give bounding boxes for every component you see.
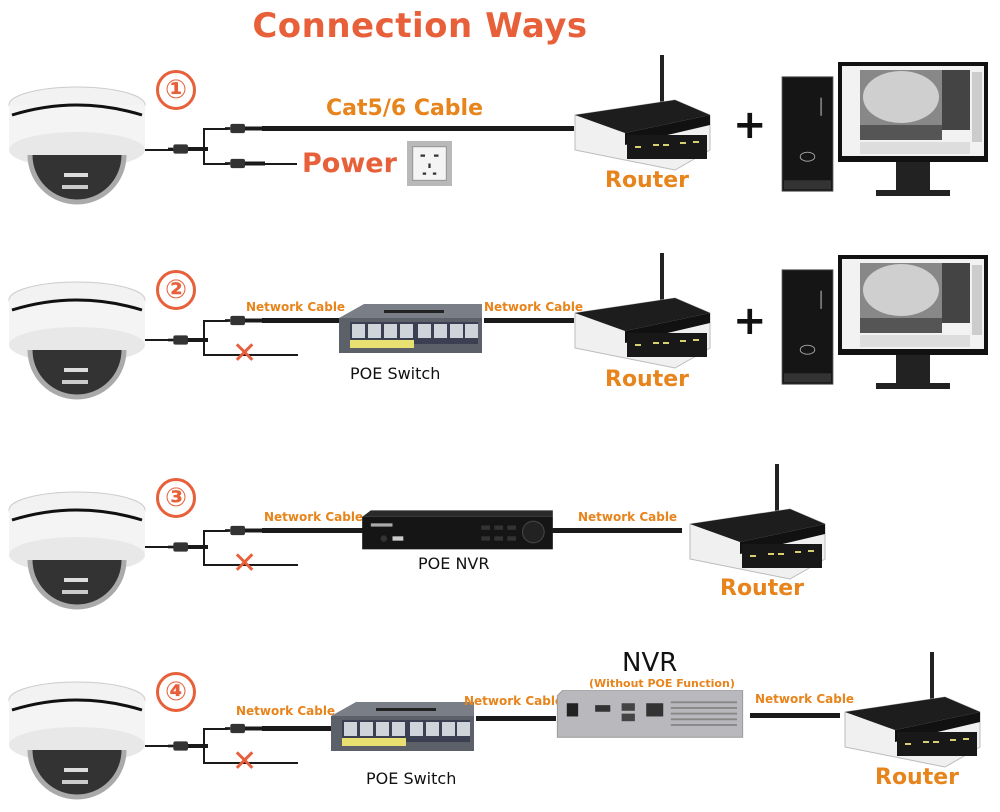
step-number-1: ①: [156, 70, 196, 110]
splitter-plug: [168, 134, 208, 164]
poe-nvr-label: POE NVR: [418, 554, 490, 573]
split-bottom: [203, 762, 298, 764]
network-plug: [225, 116, 265, 141]
cat-cable-label: Cat5/6 Cable: [326, 96, 484, 121]
nvr-label: NVR: [622, 648, 678, 678]
cat-cable: [262, 126, 574, 131]
router: [680, 464, 830, 594]
disconnected-x-icon: ✕: [232, 744, 258, 779]
network-cable: [262, 726, 332, 731]
poe-nvr: [360, 510, 555, 554]
page-title: Connection Ways: [252, 6, 588, 46]
split-top: [203, 728, 228, 730]
dome-camera: [2, 660, 152, 810]
network-cable-label-right: Network Cable: [484, 300, 584, 314]
split-top: [203, 128, 228, 130]
network-cable: [262, 318, 342, 323]
power-cable: [262, 163, 297, 165]
router: [565, 253, 715, 383]
disconnected-x-icon: ✕: [232, 336, 258, 371]
desktop-pc: [780, 75, 835, 193]
plus-icon: +: [733, 102, 767, 148]
split-top: [203, 530, 228, 532]
network-cable-label-right: Network Cable: [755, 692, 855, 706]
dome-camera: [2, 260, 152, 410]
power-outlet: [407, 141, 452, 186]
camera-lead: [145, 546, 175, 548]
network-cable: [476, 716, 556, 721]
network-cable-label-mid: Network Cable: [464, 694, 564, 708]
disconnected-x-icon: ✕: [232, 546, 258, 581]
split-line: [203, 128, 205, 164]
splitter-plug: [168, 325, 208, 355]
step-number-4: ④: [156, 672, 196, 712]
network-cable-label-right: Network Cable: [578, 510, 678, 524]
router-label: Router: [875, 765, 960, 790]
camera-lead: [145, 339, 175, 341]
power-plug: [225, 151, 265, 176]
split-top: [203, 320, 228, 322]
split-bottom: [203, 564, 298, 566]
network-cable: [484, 318, 574, 323]
network-cable: [262, 528, 367, 533]
step-number-3: ③: [156, 478, 196, 518]
dome-camera: [2, 65, 152, 215]
router-label: Router: [720, 576, 805, 601]
split-bottom: [203, 354, 298, 356]
camera-lead: [145, 745, 175, 747]
network-cable-label-left: Network Cable: [246, 300, 346, 314]
poe-switch: [333, 300, 485, 360]
power-label: Power: [302, 148, 397, 179]
poe-switch: [325, 698, 477, 758]
splitter-plug: [168, 532, 208, 562]
nvr: [549, 690, 751, 742]
network-plug: [225, 716, 265, 741]
poe-switch-label: POE Switch: [366, 769, 457, 788]
split-line: [203, 728, 205, 764]
dome-camera: [2, 470, 152, 620]
nvr-note-label: (Without POE Function): [589, 677, 735, 690]
plus-icon: +: [733, 298, 767, 344]
network-plug: [225, 518, 265, 543]
split-line: [203, 530, 205, 565]
poe-switch-label: POE Switch: [350, 364, 441, 383]
router-label: Router: [605, 168, 690, 193]
splitter-plug: [168, 731, 208, 761]
split-line: [203, 320, 205, 355]
desktop-pc: [780, 268, 835, 386]
network-cable-label-left: Network Cable: [236, 704, 336, 718]
network-cable: [750, 713, 840, 718]
router: [835, 652, 985, 782]
split-bottom: [203, 163, 228, 165]
monitor: [838, 62, 988, 197]
monitor: [838, 255, 988, 390]
step-number-2: ②: [156, 270, 196, 310]
network-cable-label-left: Network Cable: [264, 510, 364, 524]
router-label: Router: [605, 367, 690, 392]
network-cable: [552, 528, 682, 533]
camera-lead: [145, 149, 175, 151]
router: [565, 55, 715, 185]
